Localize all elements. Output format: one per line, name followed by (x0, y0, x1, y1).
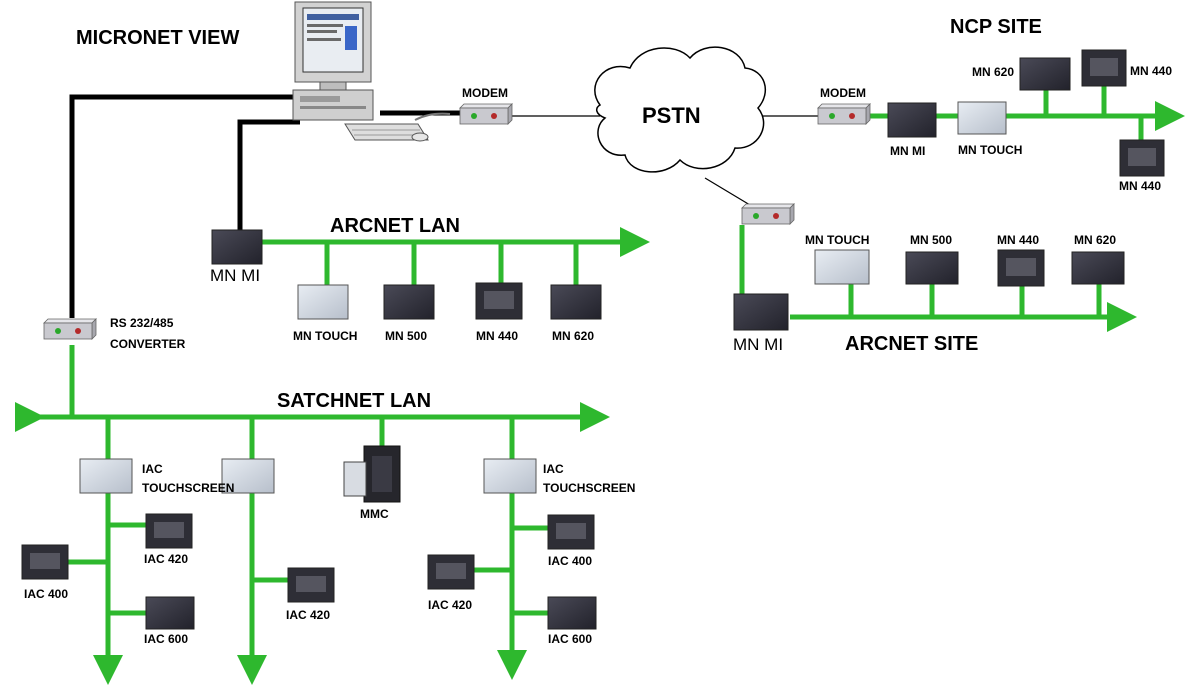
ncp-mn-620-label: MN 620 (972, 65, 1014, 79)
b2-iac-420-label: IAC 420 (286, 608, 330, 622)
buses (15, 85, 1185, 685)
modem-left (459, 103, 513, 125)
arcnet-site-mn-620-device (1071, 251, 1125, 285)
pc-workstation (292, 1, 451, 142)
arcnet-site-mn-touch-label: MN TOUCH (805, 233, 869, 247)
pstn-label: PSTN (642, 103, 701, 128)
b4-iac-600-device (547, 596, 597, 630)
b1-iac-600-device (145, 596, 195, 630)
phone-lines (512, 115, 818, 206)
terminal-strip (484, 291, 514, 309)
b4-iac-400-label: IAC 400 (548, 554, 592, 568)
rs232-485-converter (43, 318, 97, 340)
arcnet-lan-label: ARCNET LAN (330, 215, 460, 237)
terminal-strip (556, 523, 586, 539)
ncp-mn-mi-label: MN MI (890, 144, 925, 158)
b4-iac-420-label: IAC 420 (428, 598, 472, 612)
arcnet-site-mn-mi-label: MN MI (733, 335, 783, 354)
iac-touch-left-line1: IAC (142, 462, 163, 476)
iac-touchscreen-mid-device (221, 458, 275, 494)
modem-arcnet-site (741, 203, 795, 225)
b1-iac-400-label: IAC 400 (24, 587, 68, 601)
ncp-mn-440-bottom-label: MN 440 (1119, 179, 1161, 193)
arcnet-site-mn-500-label: MN 500 (910, 233, 952, 247)
arcnet-lan-mn-mi-device (211, 229, 263, 265)
ncp-mn-440-top-label: MN 440 (1130, 64, 1172, 78)
ncp-mn-620-device (1019, 57, 1071, 91)
terminal-strip (154, 522, 184, 538)
arcnet-site-mn-touch-device (814, 249, 870, 285)
terminal-strip (436, 563, 466, 579)
cable-pc-to-arcnet-mi (237, 119, 300, 232)
arcnet-site-mn-500-device (905, 251, 959, 285)
b1-iac-600-label: IAC 600 (144, 632, 188, 646)
b4-iac-600-label: IAC 600 (548, 632, 592, 646)
ncp-mn-mi-device (887, 102, 937, 138)
arcnet-site-mn-440-label: MN 440 (997, 233, 1039, 247)
mmc-device (343, 445, 401, 503)
arcnet-lan-mn-touch-device (297, 284, 349, 320)
micronet-view-label: MICRONET VIEW (76, 27, 239, 49)
arcnet-lan-mn-500-device (383, 284, 435, 320)
terminal-strip (1090, 58, 1118, 76)
arcnet-lan-mn-touch-label: MN TOUCH (293, 329, 357, 343)
ncp-site-label: NCP SITE (950, 16, 1042, 38)
arcnet-lan-mn-620-label: MN 620 (552, 329, 594, 343)
iac-touch-right-line2: TOUCHSCREEN (543, 481, 635, 495)
arcnet-lan-mn-500-label: MN 500 (385, 329, 427, 343)
pstn-cloud (594, 46, 767, 173)
mmc-label: MMC (360, 507, 389, 521)
modem-right-label: MODEM (820, 86, 866, 100)
cable-pc-to-converter (69, 94, 300, 318)
arcnet-site-mn-mi-device (733, 293, 789, 331)
terminal-strip (30, 553, 60, 569)
arcnet-site-label: ARCNET SITE (845, 333, 978, 355)
iac-touchscreen-right-device (483, 458, 537, 494)
arcnet-lan-mn-620-device (550, 284, 602, 320)
iac-touch-right-line1: IAC (543, 462, 564, 476)
modem-left-label: MODEM (462, 86, 508, 100)
arcnet-site-mn-620-label: MN 620 (1074, 233, 1116, 247)
iac-touchscreen-left-device (79, 458, 133, 494)
b1-iac-420-label: IAC 420 (144, 552, 188, 566)
arcnet-lan-mn-mi-label: MN MI (210, 266, 260, 285)
terminal-strip (296, 576, 326, 592)
modem-right (817, 103, 871, 125)
ncp-mn-touch-device (957, 101, 1007, 135)
terminal-strip (1128, 148, 1156, 166)
converter-label-line1: RS 232/485 (110, 316, 174, 330)
converter-label-line2: CONVERTER (110, 337, 186, 351)
iac-touch-left-line2: TOUCHSCREEN (142, 481, 234, 495)
terminal-strip (1006, 258, 1036, 276)
arcnet-lan-mn-440-label: MN 440 (476, 329, 518, 343)
satchnet-lan-label: SATCHNET LAN (277, 390, 431, 412)
ncp-mn-touch-label: MN TOUCH (958, 143, 1022, 157)
